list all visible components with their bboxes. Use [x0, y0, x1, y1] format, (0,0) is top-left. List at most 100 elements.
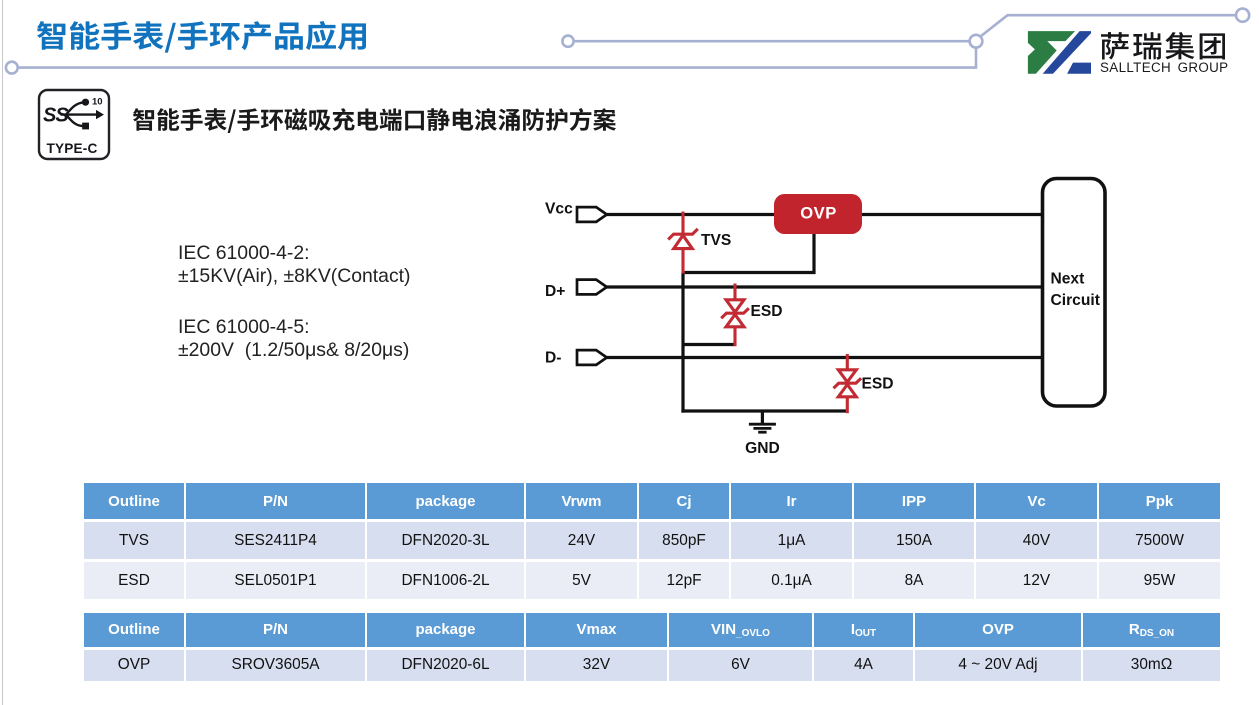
- column-header-label: P/N: [262, 621, 288, 639]
- table-cell: DFN1006-2L: [367, 562, 524, 599]
- column-header-subscript: _OVLO: [736, 627, 770, 639]
- column-header-label: I: [850, 621, 856, 639]
- esd-dplus-label: ESD: [751, 303, 783, 320]
- table-cell: 850pF: [639, 522, 729, 559]
- column-header: package: [367, 483, 524, 519]
- logo-mark-blue-stripe: [1042, 31, 1091, 74]
- column-header: Vmax: [526, 613, 667, 647]
- table-cell: 12pF: [639, 562, 729, 599]
- table-cell: 4A: [814, 649, 913, 681]
- table-cell: TVS: [84, 522, 184, 559]
- section-subtitle: 智能手表/手环磁吸充电端口静电浪涌防护方案: [132, 108, 616, 133]
- logo-mark-green-shape: [1027, 31, 1076, 74]
- circuit-wires: [603, 212, 1044, 423]
- table-cell: 24V: [526, 522, 637, 559]
- column-header-label: IPP: [901, 492, 927, 510]
- column-header-label: Outline: [108, 492, 160, 510]
- usb-icon-frame: [37, 88, 111, 161]
- usb-typec-icon: SS 10 TYPE-C: [37, 88, 111, 161]
- logo-mark-blue-bar: [1067, 62, 1091, 74]
- next-circuit-label-line1: Next: [1051, 271, 1085, 288]
- decor-node-junction: [968, 33, 984, 49]
- column-header-label: package: [415, 492, 476, 510]
- column-header-label: Ir: [786, 492, 797, 510]
- esd-dplus-triangle-bottom: [722, 311, 748, 329]
- usb-speed-label: 10: [92, 96, 103, 107]
- connector-vcc: [575, 205, 610, 224]
- ovp-box: [774, 194, 862, 234]
- connector-dminus: [575, 348, 610, 367]
- port-connectors: [575, 205, 610, 367]
- standard-line: IEC 61000-4-2:: [178, 241, 310, 264]
- usb-type-label: TYPE-C: [46, 141, 97, 156]
- column-header: Outline: [84, 613, 184, 647]
- table-cell: 40V: [976, 522, 1097, 559]
- table-cell: SROV3605A: [186, 649, 365, 681]
- column-header-label: Vc: [1027, 492, 1046, 510]
- column-header-label: package: [415, 621, 476, 639]
- tvs-symbol: [667, 211, 699, 274]
- esd-dplus-triangle-top: [722, 298, 748, 315]
- table-cell: 8A: [854, 562, 974, 599]
- column-header: Cj: [639, 483, 729, 519]
- column-header-label: Vmax: [576, 621, 617, 639]
- column-header-label: Ppk: [1145, 492, 1174, 510]
- column-header-label: Outline: [108, 621, 160, 639]
- column-header-label: Cj: [676, 492, 692, 510]
- column-header: P/N: [186, 613, 365, 647]
- decor-node-left: [4, 60, 20, 75]
- esd-dminus-bar: [832, 377, 863, 390]
- column-header: Outline: [84, 483, 184, 519]
- column-header-label: Vrwm: [561, 492, 602, 510]
- column-header-label: OVP: [982, 621, 1014, 639]
- connector-dplus: [575, 278, 610, 296]
- usb-ss-label: SS: [43, 105, 69, 127]
- page-title: 智能手表/手环产品应用: [37, 21, 366, 53]
- decor-node-right: [1234, 7, 1251, 24]
- next-circuit-label-line2: Circuit: [1051, 292, 1100, 309]
- salltech-logo-mark: [1027, 31, 1091, 74]
- esd-dminus-triangle-bottom: [835, 381, 860, 399]
- gnd-label: GND: [745, 440, 780, 457]
- decor-node-middle: [561, 34, 575, 49]
- table-cell: 0.1μA: [731, 562, 852, 599]
- wire-ovp-feedback: [684, 234, 816, 275]
- table-cell: 150A: [854, 522, 974, 559]
- standards-paragraph-gap: [178, 288, 411, 316]
- column-header: Ppk: [1099, 483, 1220, 519]
- standard-line: IEC 61000-4-5:: [178, 315, 310, 338]
- table-cell: DFN2020-3L: [367, 522, 524, 559]
- table-cell: 6V: [669, 649, 812, 681]
- table-cell: OVP: [84, 649, 184, 681]
- column-header-label: R: [1128, 621, 1140, 639]
- table-cell: 4 ~ 20V Adj: [915, 649, 1081, 681]
- dminus-label: D-: [545, 349, 561, 366]
- table-cell: 32V: [526, 649, 667, 681]
- column-header: package: [367, 613, 524, 647]
- next-circuit-box: [1040, 176, 1107, 408]
- usb-trident-icon: [60, 101, 97, 128]
- logo-company-name: 萨瑞集团: [1100, 32, 1226, 60]
- table-cell: ESD: [84, 562, 184, 599]
- table-cell: SEL0501P1: [186, 562, 365, 599]
- table-cell: 5V: [526, 562, 637, 599]
- esd-dminus-symbol: [832, 354, 863, 414]
- standard-line: ±200V (1.2/50μs& 8/20μs): [178, 338, 410, 361]
- table-cell: 95W: [1099, 562, 1220, 599]
- column-header: OVP: [915, 613, 1081, 647]
- slide-left-edge: [2, 0, 3, 705]
- column-header: IPP: [854, 483, 974, 519]
- vcc-label: Vcc: [545, 200, 573, 217]
- ovp-label: OVP: [800, 203, 837, 222]
- tvs-label: TVS: [701, 232, 731, 249]
- tvs-cathode-bar: [667, 227, 699, 241]
- column-header-label: P/N: [262, 492, 288, 510]
- tvs-anode-triangle: [670, 232, 696, 251]
- column-header: Vrwm: [526, 483, 637, 519]
- table-cell: SES2411P4: [186, 522, 365, 559]
- column-header-subscript: DS_ON: [1139, 627, 1175, 639]
- table-cell: 12V: [976, 562, 1097, 599]
